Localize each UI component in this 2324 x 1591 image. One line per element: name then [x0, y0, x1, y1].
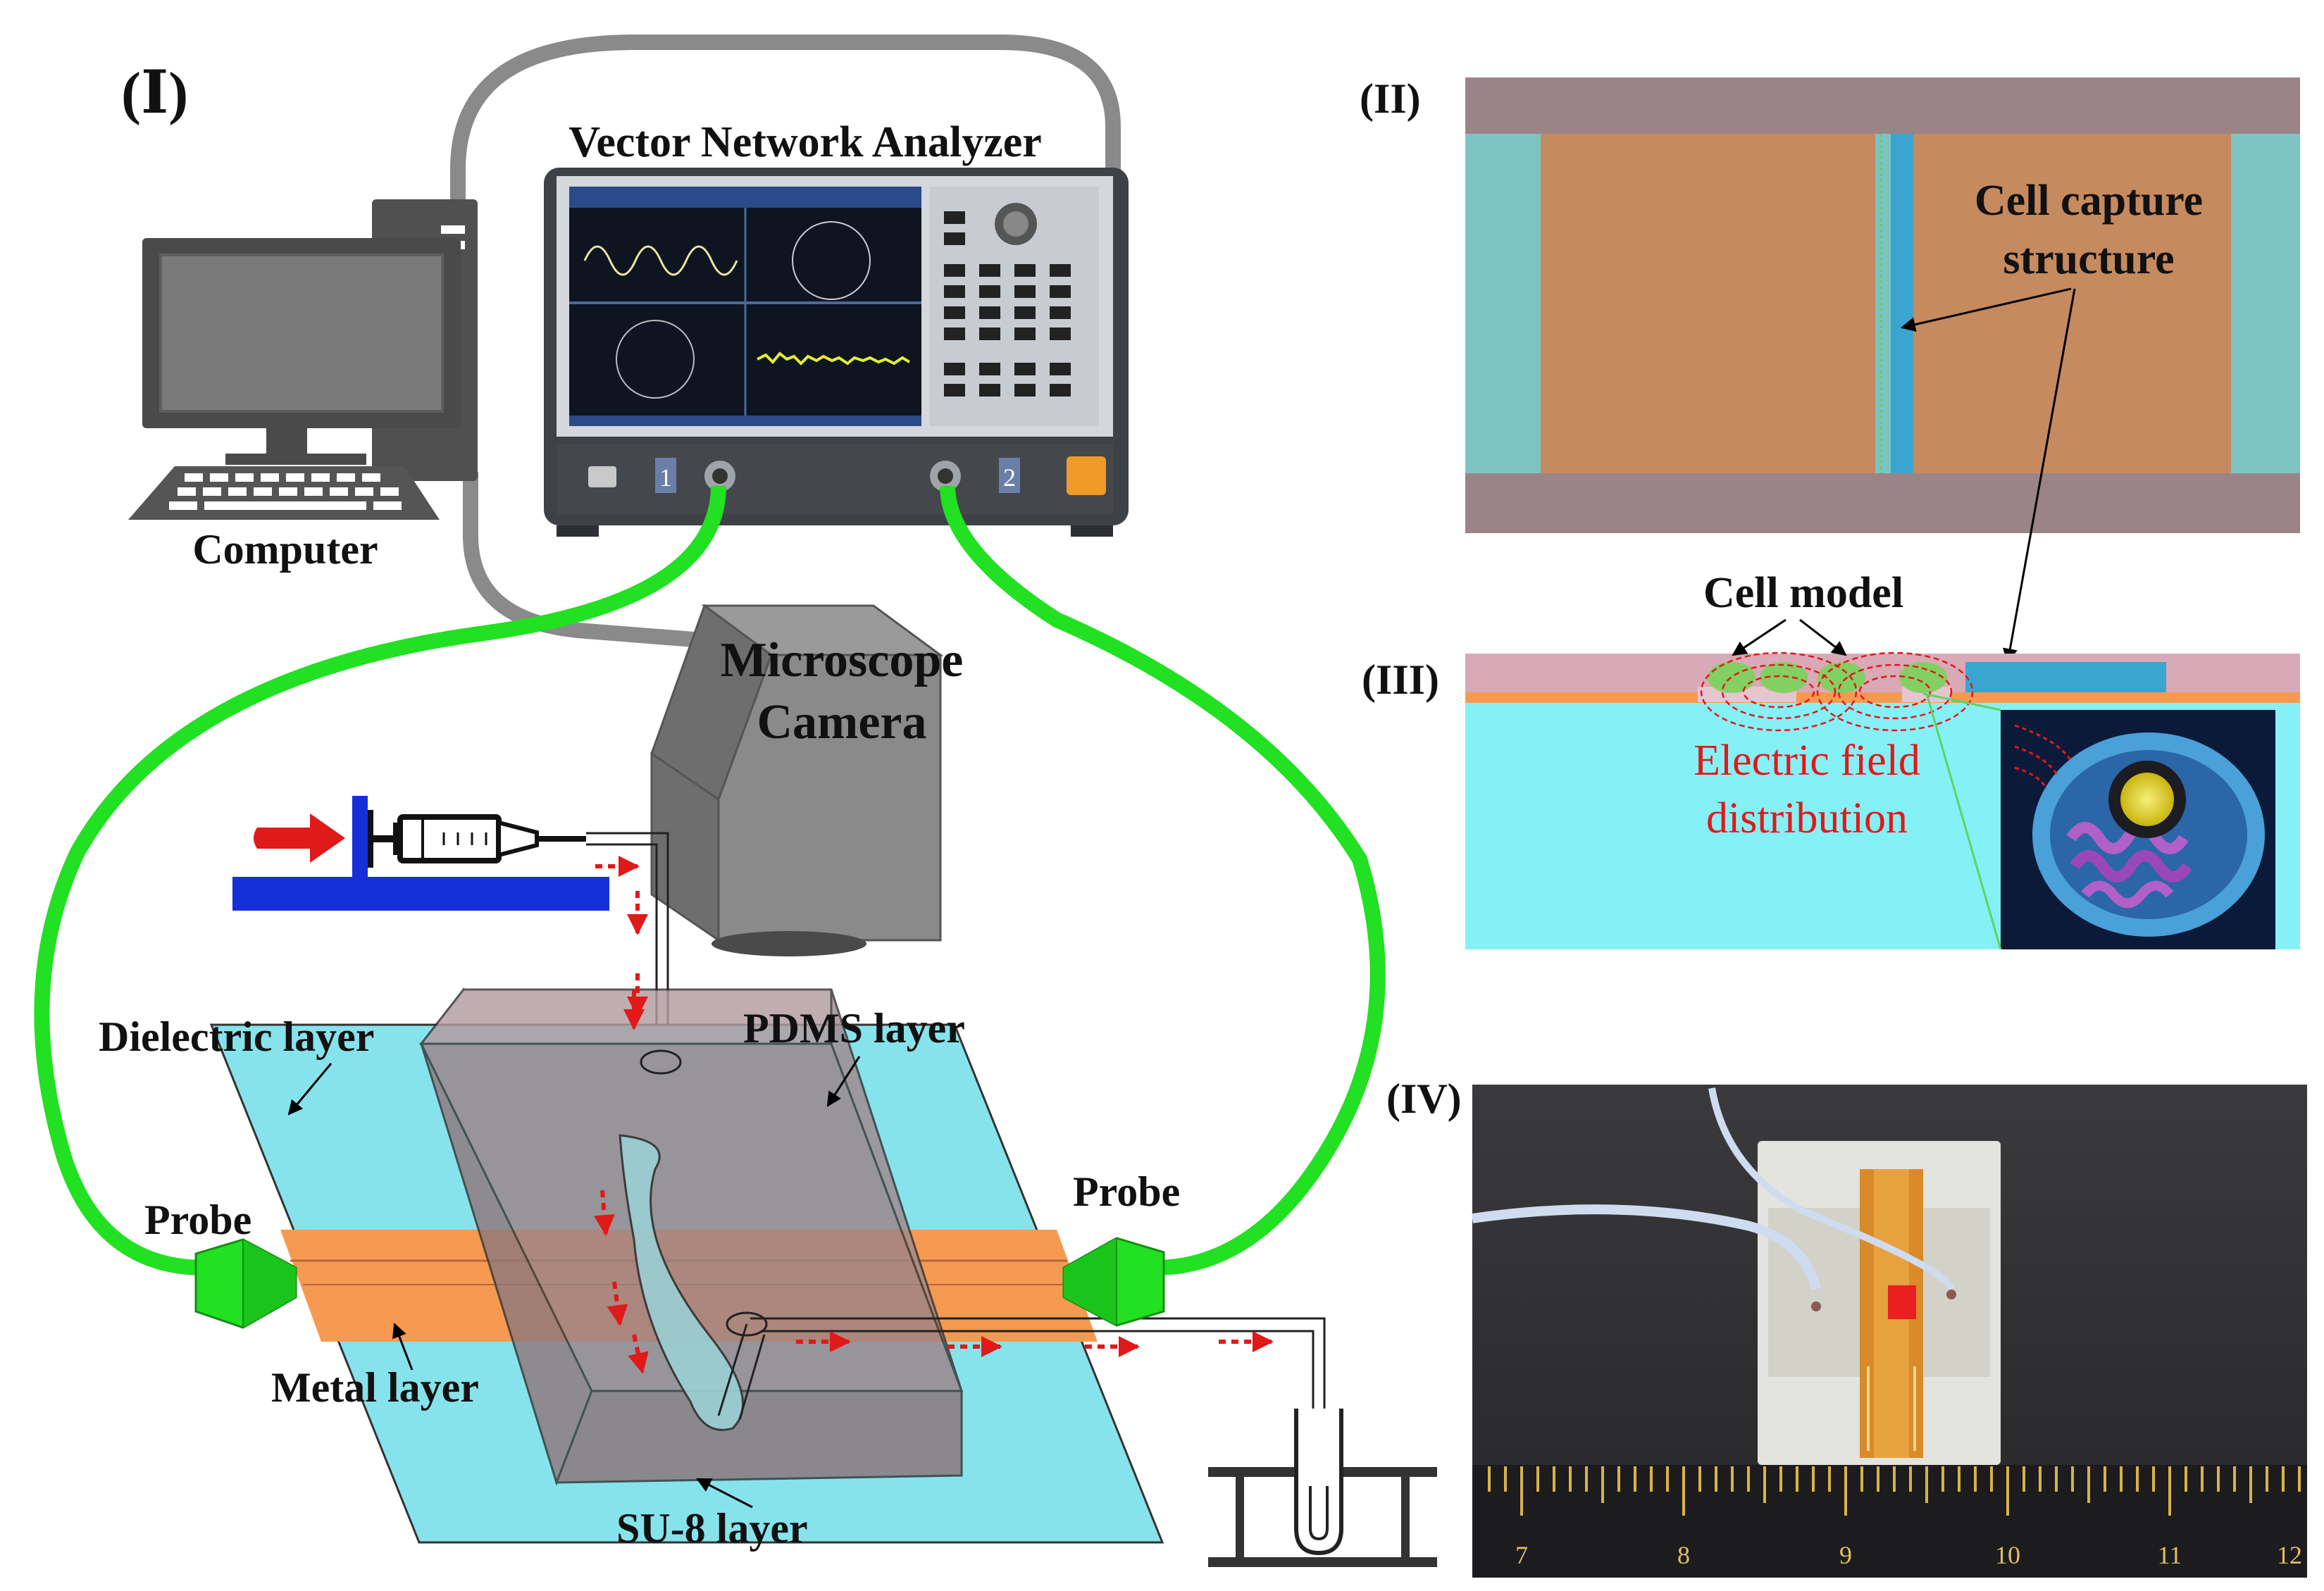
electric-field-lines — [1700, 651, 1974, 732]
outlet-tube-inner — [717, 1323, 766, 1420]
probe-left-label: Probe — [144, 1197, 251, 1243]
vna-label: Vector Network Analyzer — [568, 118, 1042, 166]
microscope-label-1: Microscope — [721, 633, 964, 687]
cell-model-leader-2 — [1799, 618, 1847, 656]
su8-layer-label: SU-8 layer — [616, 1505, 808, 1552]
metal-leader — [392, 1323, 414, 1371]
syringe-pump-icon — [232, 796, 609, 911]
vna-port-2: 2 — [1003, 463, 1016, 492]
vector-network-analyzer — [544, 168, 1129, 537]
pdms-leader — [826, 1056, 861, 1107]
rf-cable-left — [34, 485, 726, 1275]
panel-label-2: (II) — [1360, 75, 1421, 122]
efield-label-2: distribution — [1706, 794, 1908, 842]
microscope-label-2: Camera — [757, 695, 926, 749]
probe-right-label: Probe — [1073, 1168, 1180, 1215]
cell-model-leader-1 — [1732, 618, 1787, 656]
ruler-number-7: 7 — [1515, 1541, 1528, 1569]
ruler-number-12: 12 — [2277, 1541, 2302, 1569]
data-cable-bottom — [463, 472, 712, 649]
vna-port-1: 1 — [659, 463, 672, 492]
microfluidic-channel — [619, 1134, 744, 1431]
probe-right-icon — [1062, 1237, 1165, 1327]
panel-label-3: (III) — [1362, 656, 1439, 703]
ruler-number-9: 9 — [1839, 1541, 1852, 1569]
flow-arrows — [593, 856, 1274, 1374]
capture-leader-2 — [2002, 288, 2076, 664]
dielectric-leader — [287, 1063, 333, 1116]
probe-left-icon — [194, 1238, 297, 1329]
pdms-block — [418, 987, 964, 1486]
outlet-tube — [750, 1317, 1326, 1430]
cell-capture-label-1: Cell capture — [1975, 177, 2203, 225]
panel-label-4: (IV) — [1386, 1075, 1462, 1122]
cell-capture-label-2: structure — [2003, 235, 2174, 283]
test-tube-rack-icon — [1208, 1409, 1437, 1567]
computer-icon — [128, 199, 478, 520]
top-view-chip — [1465, 77, 2300, 533]
su8-leader — [696, 1478, 753, 1509]
cell-illustration — [1922, 692, 2275, 950]
ruler-number-10: 10 — [1995, 1541, 2020, 1569]
pdms-layer-label: PDMS layer — [743, 1005, 965, 1052]
metal-layer-label: Metal layer — [271, 1364, 479, 1411]
panel-label-1: (Ⅰ) — [121, 61, 188, 126]
cell-model-label: Cell model — [1703, 569, 1903, 617]
efield-label-1: Electric field — [1694, 737, 1920, 785]
outlet-port — [726, 1311, 768, 1337]
ruler-number-8: 8 — [1677, 1541, 1690, 1569]
ruler-number-11: 11 — [2158, 1541, 2182, 1569]
ruler-numbers: 7 8 9 10 11 12 — [1515, 1541, 2302, 1569]
inlet-port — [640, 1049, 682, 1075]
rf-cable-right — [940, 485, 1386, 1275]
ruler-ticks — [1488, 1466, 2301, 1516]
dielectric-layer-label: Dielectric layer — [99, 1013, 374, 1060]
ruler — [1472, 1465, 2307, 1578]
computer-label: Computer — [192, 526, 378, 573]
capture-leader-1 — [1900, 287, 2072, 332]
data-cable-top — [450, 35, 1121, 211]
